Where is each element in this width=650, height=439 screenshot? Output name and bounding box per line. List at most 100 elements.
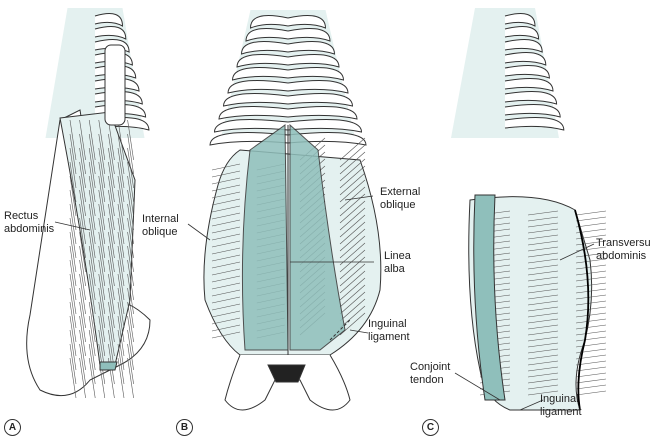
muscle-fiber <box>575 300 607 306</box>
muscle-fiber <box>108 273 115 315</box>
muscle-fiber <box>88 217 96 259</box>
muscle-fiber <box>117 287 125 329</box>
label-inguinal-ligament-b: Inguinal ligament <box>368 318 410 343</box>
muscle-fiber <box>527 390 559 396</box>
muscle-fiber <box>575 378 607 384</box>
muscle-fiber <box>211 184 241 192</box>
muscle-fiber <box>339 228 366 252</box>
muscle-fiber <box>69 287 77 329</box>
muscle-fiber <box>127 161 134 203</box>
muscle-fiber <box>79 315 86 357</box>
muscle-fiber <box>211 247 241 255</box>
muscle-fiber <box>117 189 125 231</box>
muscle-fiber <box>527 246 559 252</box>
muscle-fiber <box>211 226 241 234</box>
rib <box>504 104 561 118</box>
muscle-fiber <box>339 235 366 259</box>
muscle-fiber <box>339 151 366 175</box>
muscle-fiber <box>527 342 559 348</box>
muscle-fiber <box>98 315 106 357</box>
muscle-fiber <box>211 261 241 269</box>
muscle-fiber <box>127 343 134 385</box>
panel-label-b: B <box>176 419 193 436</box>
muscle-fiber <box>69 175 77 217</box>
muscle-fiber <box>527 318 559 324</box>
muscle-fiber <box>79 329 86 371</box>
muscle-fiber <box>527 324 559 330</box>
muscle-fiber <box>211 296 241 304</box>
rib <box>504 52 547 66</box>
rectus-abdominis-muscle <box>59 111 136 366</box>
muscle-fiber <box>127 119 134 161</box>
muscle-fiber <box>98 245 106 287</box>
muscle-fiber <box>127 301 134 343</box>
muscle-fiber <box>69 343 77 385</box>
muscle-fiber <box>575 252 607 258</box>
rib <box>94 26 127 40</box>
muscle-fiber <box>527 228 559 234</box>
muscle-fiber <box>575 258 607 264</box>
muscle-fiber <box>575 276 607 282</box>
muscle-fiber <box>575 366 607 372</box>
rib <box>287 132 367 146</box>
muscle-fiber <box>79 161 86 203</box>
muscle-fiber <box>98 259 106 301</box>
muscle-fiber <box>575 216 607 222</box>
muscle-fiber <box>69 133 77 175</box>
muscle-fiber <box>69 301 77 343</box>
muscle-fiber <box>98 147 106 189</box>
muscle-fiber <box>88 175 96 217</box>
rib <box>504 13 536 27</box>
rib <box>249 15 289 29</box>
rib <box>287 80 349 94</box>
muscle-fiber <box>575 306 607 312</box>
muscle-fiber <box>575 294 607 300</box>
muscle-fiber <box>79 133 86 175</box>
muscle-fiber <box>527 378 559 384</box>
muscle-fiber <box>117 357 125 399</box>
rectus-sheath-right <box>289 123 346 351</box>
muscle-fiber <box>339 214 366 238</box>
rib <box>245 28 289 42</box>
muscle-fiber <box>79 357 86 399</box>
muscle-fiber <box>339 137 366 161</box>
muscle-fiber <box>575 240 607 246</box>
muscle-fiber <box>575 312 607 318</box>
muscle-fiber <box>339 298 366 322</box>
muscle-fiber <box>98 189 106 231</box>
rib <box>504 117 565 131</box>
muscle-fiber <box>98 119 106 161</box>
muscle-fiber <box>575 234 607 240</box>
rib <box>94 13 124 27</box>
rib <box>227 80 289 94</box>
panel-label-a: A <box>4 419 21 436</box>
rib <box>240 41 289 55</box>
muscle-fiber <box>79 259 86 301</box>
rib <box>213 119 289 133</box>
muscle-fiber <box>575 390 607 396</box>
muscle-fiber <box>211 219 241 227</box>
muscle-fiber <box>79 175 86 217</box>
panel-c-figure <box>468 194 607 411</box>
label-rectus-abdominis: Rectus abdominis <box>4 210 55 235</box>
muscle-fiber <box>108 231 115 273</box>
muscle-fiber <box>117 259 125 301</box>
rib <box>504 78 554 92</box>
muscle-fiber <box>575 336 607 342</box>
leader-lines <box>54 195 595 411</box>
muscle-fiber <box>339 158 366 182</box>
muscle-fiber <box>575 384 607 390</box>
label-linea-alba: Linea alba <box>384 250 411 275</box>
label-external-oblique: External oblique <box>380 186 421 211</box>
muscle-fiber <box>88 357 96 399</box>
muscle-fiber <box>127 315 134 357</box>
muscle-fiber <box>69 273 77 315</box>
muscle-fiber <box>211 198 241 206</box>
muscle-fiber <box>527 210 559 216</box>
muscle-fiber <box>69 259 77 301</box>
muscle-fiber <box>339 172 366 196</box>
muscle-fiber <box>98 301 106 343</box>
muscle-fiber <box>527 288 559 294</box>
muscle-fiber <box>79 343 86 385</box>
